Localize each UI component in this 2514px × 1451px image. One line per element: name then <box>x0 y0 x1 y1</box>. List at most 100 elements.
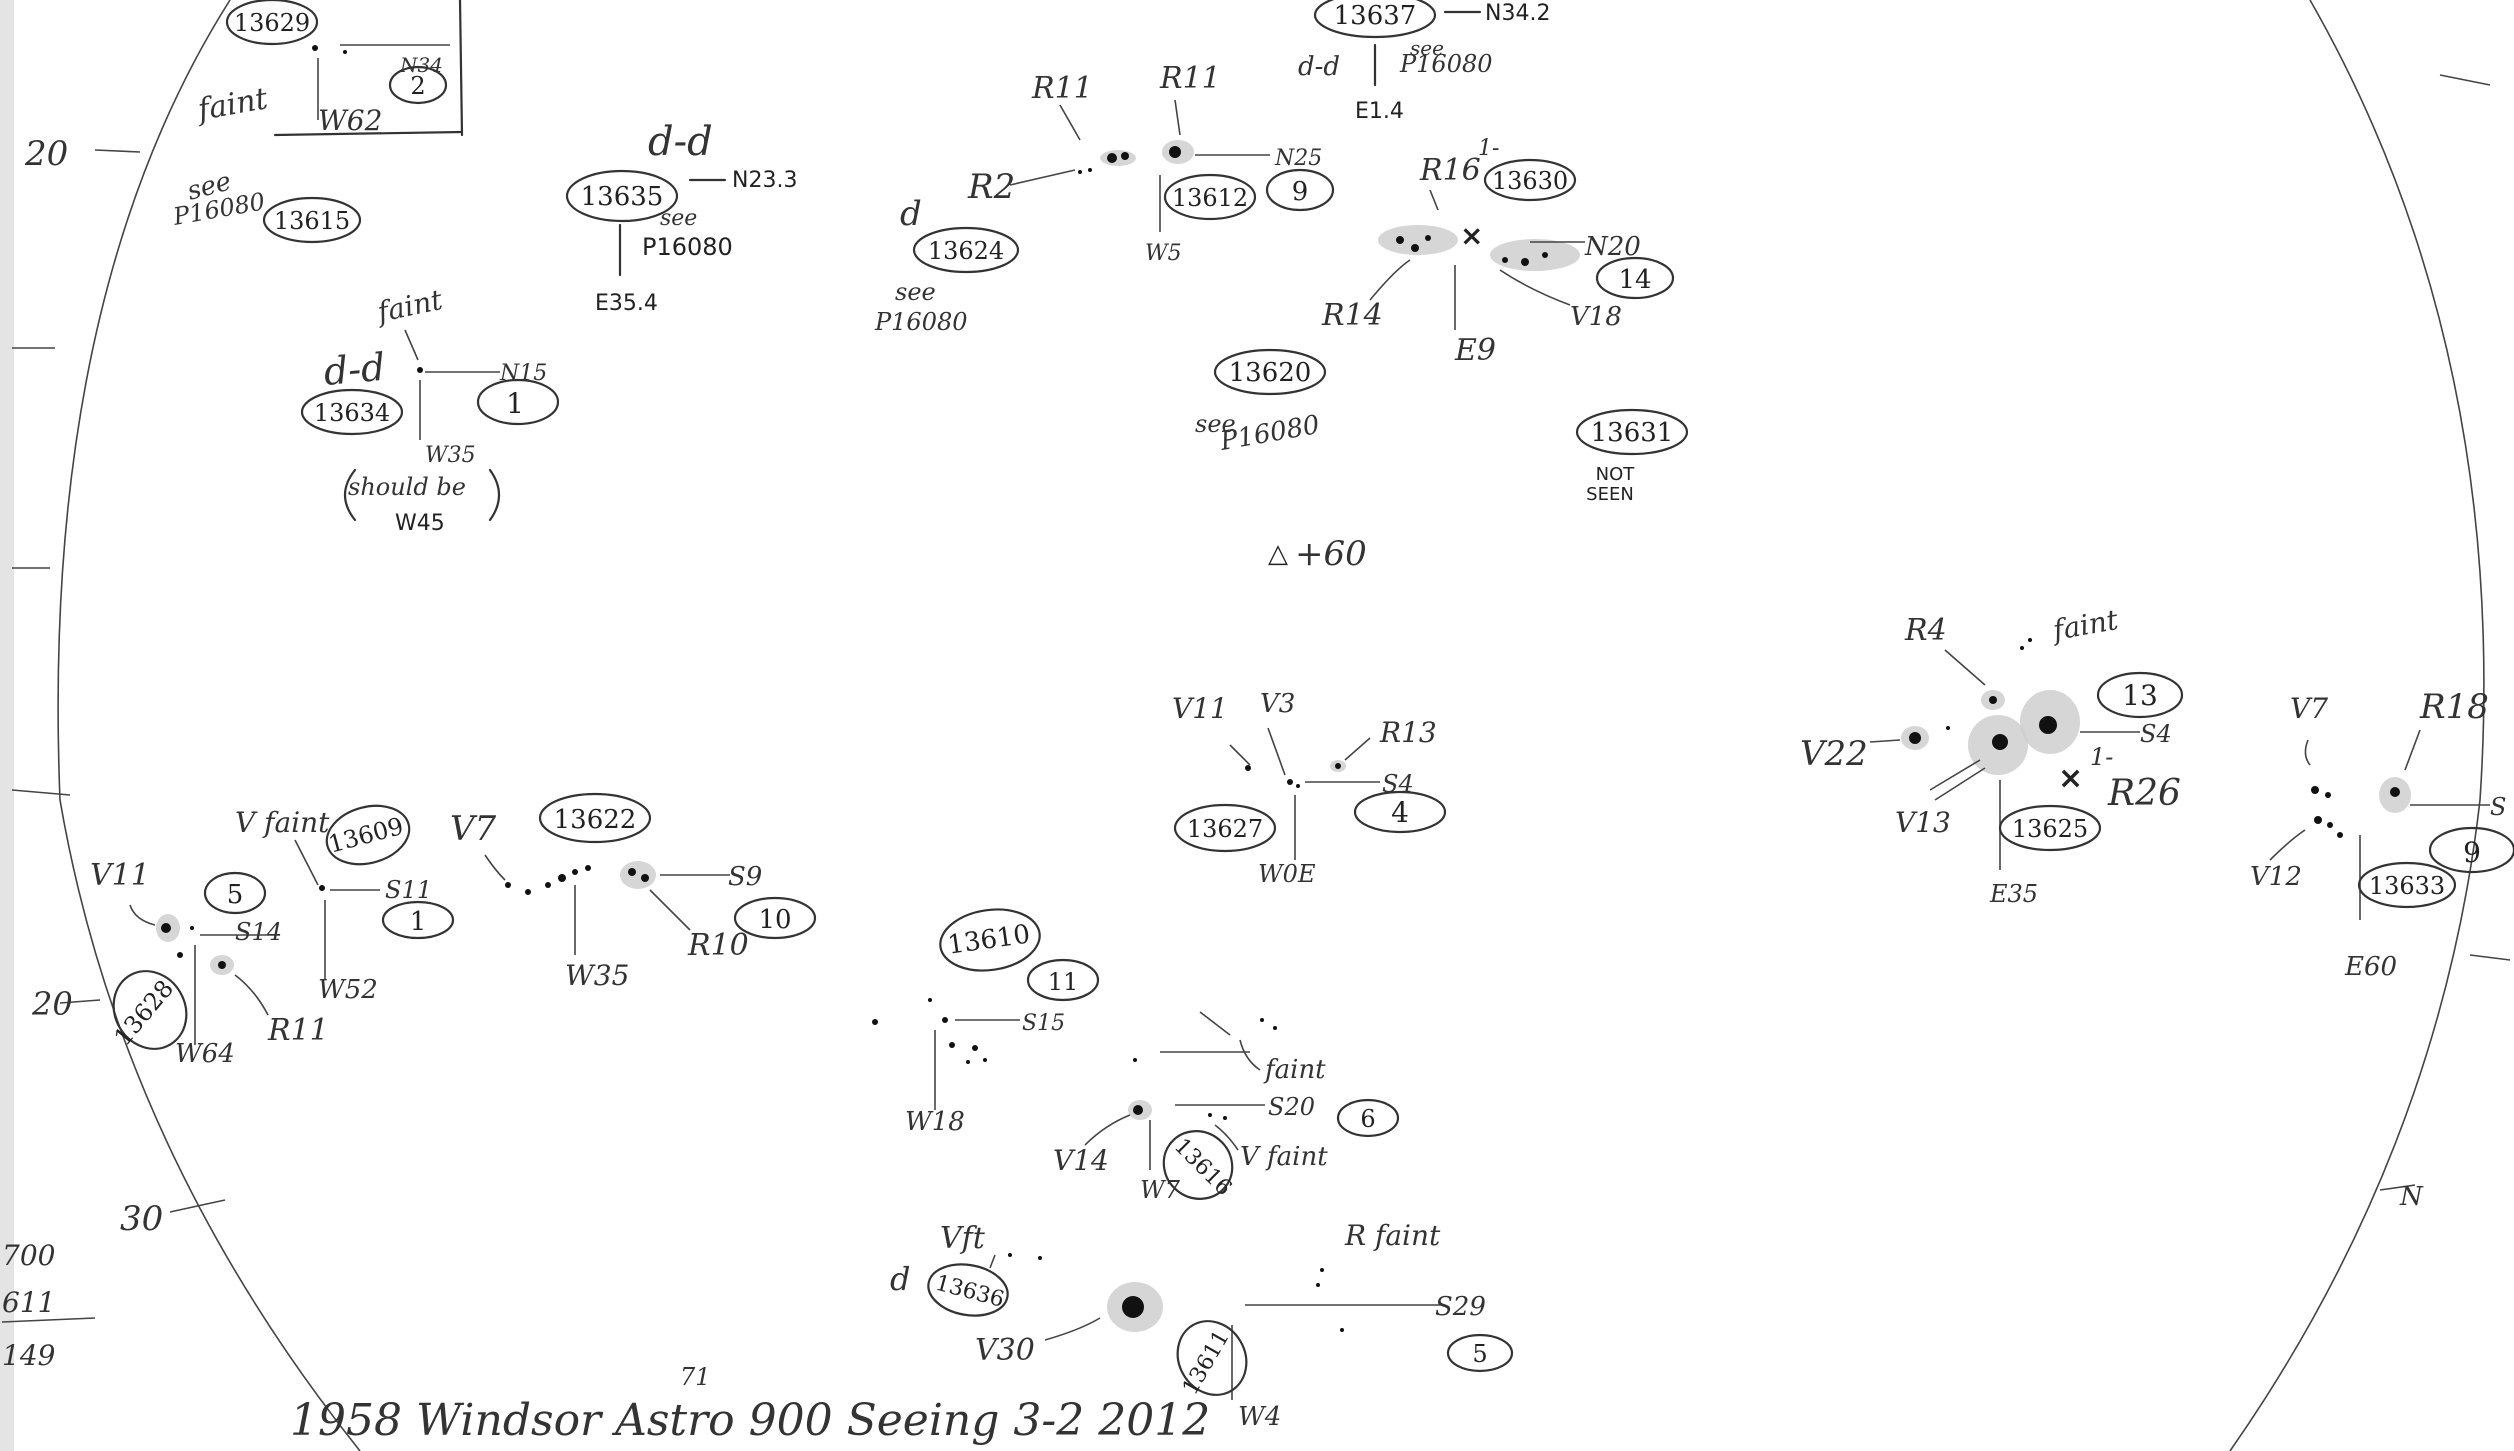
svg-text:S4: S4 <box>2140 720 2172 748</box>
svg-text:×: × <box>2058 761 2083 796</box>
svg-text:d: d <box>890 1260 910 1298</box>
svg-text:13624: 13624 <box>928 237 1004 265</box>
svg-text:R14: R14 <box>1321 298 1383 333</box>
svg-text:SEEN: SEEN <box>1586 484 1634 505</box>
svg-text:W5: W5 <box>1145 241 1182 266</box>
svg-text:faint: faint <box>193 81 271 128</box>
svg-text:faint: faint <box>2049 603 2122 647</box>
svg-text:N34.2: N34.2 <box>1485 1 1550 26</box>
svg-text:W62: W62 <box>318 104 382 137</box>
degree-mark-30: 30 <box>120 1199 163 1239</box>
svg-text:9: 9 <box>2463 836 2481 869</box>
margin-note-611: 611 <box>2 1286 55 1319</box>
svg-text:E35.4: E35.4 <box>595 291 658 316</box>
svg-text:R18: R18 <box>2419 687 2489 727</box>
svg-text:d-d: d-d <box>648 119 713 165</box>
svg-text:N15: N15 <box>499 361 547 386</box>
svg-text:V14: V14 <box>1053 1144 1109 1177</box>
svg-text:E35: E35 <box>1989 880 2038 908</box>
svg-text:see: see <box>660 206 697 231</box>
svg-text:V11: V11 <box>90 858 150 893</box>
svg-text:N34: N34 <box>399 53 443 77</box>
group-13630: R16 1- × 13630 N20 14 R14 E9 V18 <box>1321 136 1675 368</box>
svg-text:13610: 13610 <box>946 919 1032 960</box>
svg-text:faint: faint <box>373 283 446 329</box>
footer-note: 1958 Windsor Astro 900 Seeing 3-2 2012 <box>290 1395 1210 1446</box>
svg-text:see: see <box>1410 36 1444 60</box>
group-13628: V11 5 S14 20 13628 W64 R11 <box>31 858 329 1069</box>
svg-text:R4: R4 <box>1904 613 1947 648</box>
svg-text:13625: 13625 <box>2012 815 2088 843</box>
svg-text:13630: 13630 <box>1492 167 1568 195</box>
disk-limb-right <box>2229 0 2485 1451</box>
svg-text:1: 1 <box>410 907 427 937</box>
scan-edge <box>0 0 14 1451</box>
group-13635: d-d 13635 N23.3 see P16080 E35.4 <box>565 119 797 316</box>
svg-text:V faint: V faint <box>1240 1142 1328 1172</box>
svg-text:S29: S29 <box>1435 1292 1486 1322</box>
svg-text:N25: N25 <box>1274 146 1322 171</box>
svg-text:1-: 1- <box>1478 136 1499 161</box>
svg-text:13634: 13634 <box>314 399 390 427</box>
svg-text:V13: V13 <box>1895 806 1951 839</box>
group-13634: faint d-d N15 1 13634 W35 should be W45 <box>300 283 560 536</box>
svg-text:13622: 13622 <box>554 805 637 835</box>
svg-text:see: see <box>1195 410 1236 438</box>
group-13627: V11 V3 R13 S4 4 13627 W0E <box>1172 689 1447 888</box>
svg-text:6: 6 <box>1360 1105 1375 1133</box>
svg-text:13635: 13635 <box>581 182 664 212</box>
svg-text:d: d <box>900 194 922 234</box>
svg-text:S11: S11 <box>385 876 432 904</box>
svg-text:1-: 1- <box>2090 743 2113 771</box>
svg-text:R2: R2 <box>967 167 1015 207</box>
svg-text:13615: 13615 <box>274 207 350 235</box>
svg-text:S20: S20 <box>1268 1093 1315 1121</box>
svg-text:13627: 13627 <box>1187 815 1263 843</box>
svg-text:N23.3: N23.3 <box>732 168 797 193</box>
svg-text:11: 11 <box>1048 968 1079 996</box>
group-13622: V7 13622 S9 10 W35 R10 <box>450 792 817 992</box>
group-13629: 13629 N34 2 faint W62 <box>193 0 464 137</box>
svg-text:W4: W4 <box>1238 1402 1281 1432</box>
margin-note-right: N <box>2399 1182 2424 1212</box>
svg-text:13633: 13633 <box>2369 872 2445 900</box>
footer-superscript: 71 <box>680 1363 711 1391</box>
svg-text:R faint: R faint <box>1344 1219 1441 1252</box>
svg-text:NOT: NOT <box>1596 464 1636 485</box>
region-13620: 13620 see P16080 <box>1195 348 1327 457</box>
svg-text:V faint: V faint <box>235 806 330 839</box>
svg-text:S9: S9 <box>728 862 762 892</box>
svg-text:d-d: d-d <box>1298 52 1340 82</box>
svg-text:E1.4: E1.4 <box>1355 99 1404 124</box>
region-13624: d 13624 see P16080 <box>874 194 1020 336</box>
region-13637: 13637 N34.2 d-d see P16080 E1.4 <box>1298 0 1550 124</box>
svg-text:Vft: Vft <box>940 1221 986 1256</box>
svg-text:1: 1 <box>506 387 524 420</box>
svg-text:should be: should be <box>348 473 466 501</box>
svg-text:P16080: P16080 <box>874 308 968 336</box>
svg-text:E9: E9 <box>1454 333 1496 368</box>
svg-text:S15: S15 <box>1022 1011 1065 1036</box>
svg-text:4: 4 <box>1391 796 1409 829</box>
svg-text:13: 13 <box>2122 679 2158 712</box>
svg-text:V22: V22 <box>1800 734 1868 774</box>
svg-text:14: 14 <box>1618 265 1651 295</box>
svg-text:V12: V12 <box>2250 862 2302 892</box>
margin-note-rule <box>1 1317 96 1323</box>
svg-text:W35: W35 <box>425 443 476 468</box>
svg-text:V7: V7 <box>2290 692 2328 725</box>
svg-text:V3: V3 <box>1260 689 1295 719</box>
svg-text:W18: W18 <box>905 1107 965 1137</box>
svg-text:faint: faint <box>1263 1055 1326 1085</box>
svg-text:13620: 13620 <box>1229 358 1312 388</box>
limb-ticks-left <box>11 74 2511 1213</box>
svg-text:2: 2 <box>410 72 425 100</box>
degree-mark-20-top: 20 <box>24 134 68 174</box>
svg-text:S: S <box>2490 793 2506 821</box>
svg-text:13612: 13612 <box>1172 184 1248 212</box>
svg-text:W64: W64 <box>175 1039 235 1069</box>
group-13610: 13610 11 S15 W18 <box>872 908 1100 1137</box>
svg-text:S14: S14 <box>235 918 282 946</box>
svg-text:R16: R16 <box>1419 153 1481 188</box>
